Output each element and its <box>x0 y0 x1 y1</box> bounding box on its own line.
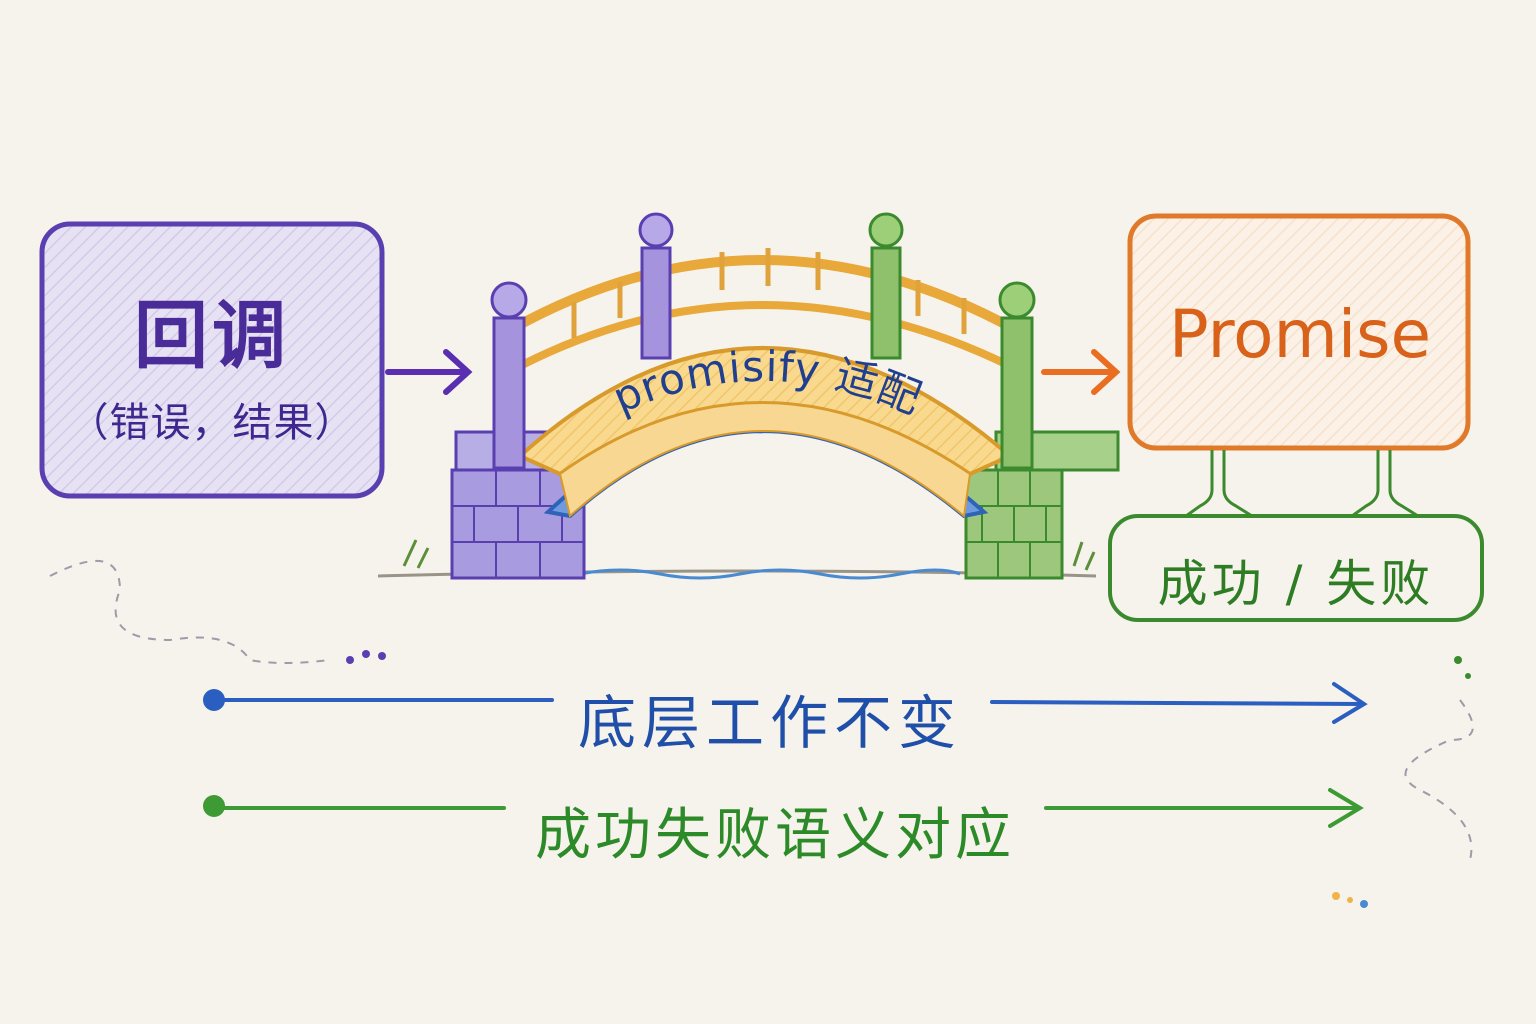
decorative-dots <box>346 650 1471 908</box>
promise-states: 成功 / 失败 <box>1157 555 1435 613</box>
guarantee-line-green <box>218 788 1364 828</box>
guarantee-line-blue <box>218 682 1368 724</box>
arrow-bridge-to-promise <box>1041 349 1121 395</box>
promise-states-box <box>1108 514 1484 622</box>
promise-box <box>1127 213 1471 451</box>
bridge-illustration: promisify 适配 <box>377 212 1120 580</box>
callback-title: 回调 <box>134 293 290 379</box>
guarantee-label-unchanged: 底层工作不变 <box>577 689 962 757</box>
promise-state-connectors <box>1185 450 1419 518</box>
callback-subtitle: （错误，结果） <box>68 400 356 446</box>
guarantee-line-green-start <box>203 795 225 817</box>
decorative-doodles <box>49 560 1474 861</box>
callback-box <box>39 221 385 499</box>
promise-title: Promise <box>1168 296 1432 373</box>
guarantee-line-blue-start <box>203 689 225 711</box>
arrow-callback-to-bridge <box>385 349 473 395</box>
guarantee-label-semantics: 成功失败语义对应 <box>535 803 1015 868</box>
